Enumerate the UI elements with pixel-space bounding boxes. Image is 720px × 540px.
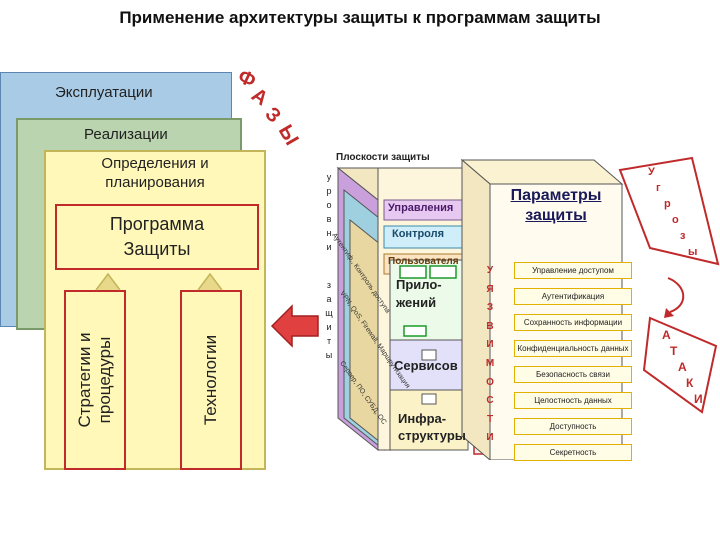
vuln-letter: У bbox=[486, 265, 494, 276]
level-letter: щ bbox=[325, 308, 333, 318]
layer-infrastructure-line2: структуры bbox=[398, 428, 466, 443]
attack-letter: А bbox=[678, 360, 687, 374]
vuln-letter: В bbox=[486, 320, 494, 332]
attack-letter: И bbox=[694, 392, 703, 406]
plane-management-label: Управления bbox=[388, 202, 454, 214]
attack-letter: К bbox=[686, 376, 694, 390]
security-program-line2: Защиты bbox=[123, 239, 191, 259]
attack-letter: А bbox=[662, 328, 671, 342]
layer-applications-line1: Прило- bbox=[396, 277, 442, 292]
strategies-box: Стратегии и процедуры bbox=[64, 290, 126, 470]
level-letter: в bbox=[326, 214, 332, 224]
threat-letter: р bbox=[664, 198, 671, 210]
security-program-box: Программа Защиты bbox=[55, 204, 259, 270]
param-confidentiality: Конфиденциальность данных bbox=[514, 340, 632, 357]
layer-infrastructure-line1: Инфра- bbox=[398, 411, 447, 426]
attacks-box bbox=[642, 316, 718, 414]
plane-control-label: Контроля bbox=[392, 228, 445, 240]
params-title-line1: Параметры bbox=[510, 187, 602, 204]
param-info-preservation: Сохранность информации bbox=[514, 314, 632, 331]
level-letter: и bbox=[326, 322, 332, 332]
vuln-letter: И bbox=[486, 432, 494, 444]
level-letter: р bbox=[326, 186, 332, 196]
vuln-letter: М bbox=[485, 357, 495, 369]
curved-arrow-icon bbox=[667, 277, 685, 313]
param-availability: Доступность bbox=[514, 418, 632, 435]
vuln-letter: З bbox=[486, 302, 494, 314]
vuln-letter: Я bbox=[486, 283, 494, 295]
security-program-line1: Программа bbox=[109, 214, 205, 234]
plane-user-label: Пользователя bbox=[388, 256, 459, 267]
phase-definition-label: Определения и планирования bbox=[44, 154, 266, 192]
level-letter: т bbox=[326, 336, 332, 346]
vuln-letter: С bbox=[486, 395, 494, 407]
layer-applications-label: Прило- жений bbox=[396, 276, 442, 312]
threats-attacks-layer bbox=[618, 156, 720, 414]
arrow-up-technologies-icon bbox=[197, 272, 223, 291]
level-letter: у bbox=[326, 172, 332, 182]
storage-icon bbox=[421, 393, 437, 405]
layer-services-label: Сервисов bbox=[394, 358, 458, 373]
level-letter: о bbox=[326, 200, 332, 210]
arrow-left-icon bbox=[270, 304, 319, 348]
threats-box bbox=[618, 156, 720, 266]
level-letter: н bbox=[326, 228, 332, 238]
phase-exploitation-label: Эксплуатации bbox=[55, 84, 153, 101]
levels-left-bottom: з а щ и т ы bbox=[323, 278, 335, 362]
level-letter: а bbox=[326, 294, 332, 304]
threat-letter: У bbox=[648, 166, 655, 178]
curved-arrow-head-icon bbox=[664, 308, 674, 318]
threat-letter: о bbox=[672, 214, 679, 226]
vuln-letter: И bbox=[486, 339, 494, 351]
network-icon-2 bbox=[429, 265, 457, 279]
computer-icon bbox=[421, 349, 437, 361]
param-comm-security: Безопасность связи bbox=[514, 366, 632, 383]
vuln-letter: О bbox=[486, 376, 494, 388]
params-title-line2: защиты bbox=[525, 207, 587, 224]
phase-definition-line1: Определения и bbox=[101, 155, 209, 172]
param-data-integrity: Целостность данных bbox=[514, 392, 632, 409]
network-icon bbox=[399, 265, 427, 279]
attack-letter: Т bbox=[670, 344, 678, 358]
param-authentication: Аутентификация bbox=[514, 288, 632, 305]
param-secrecy: Секретность bbox=[514, 444, 632, 461]
threat-letter: ы bbox=[688, 246, 698, 258]
planes-title: Плоскости защиты bbox=[336, 152, 430, 163]
page-title: Применение архитектуры защиты к программ… bbox=[119, 8, 601, 27]
param-access-control: Управление доступом bbox=[514, 262, 632, 279]
vulnerabilities-letters: У Я З В И М О С Т И bbox=[475, 262, 505, 448]
threat-letter: з bbox=[680, 230, 686, 242]
technologies-box: Технологии bbox=[180, 290, 242, 470]
security-cube bbox=[336, 158, 624, 460]
layer-infrastructure-label: Инфра- структуры bbox=[398, 410, 466, 444]
vuln-letter: Т bbox=[486, 413, 494, 425]
phase-definition-line2: планирования bbox=[105, 174, 205, 191]
arrow-up-strategies-icon bbox=[95, 272, 121, 291]
params-title: Параметры защиты bbox=[490, 186, 622, 226]
level-letter: и bbox=[326, 242, 332, 252]
params-side-face bbox=[461, 158, 491, 460]
server-icon bbox=[403, 325, 427, 337]
levels-left-top: у р о в н и bbox=[323, 170, 335, 254]
level-letter: ы bbox=[325, 350, 333, 360]
threat-letter: г bbox=[656, 182, 661, 194]
level-letter: з bbox=[326, 280, 332, 290]
phase-realization-label: Реализации bbox=[84, 126, 168, 143]
layer-applications-line2: жений bbox=[396, 295, 437, 310]
